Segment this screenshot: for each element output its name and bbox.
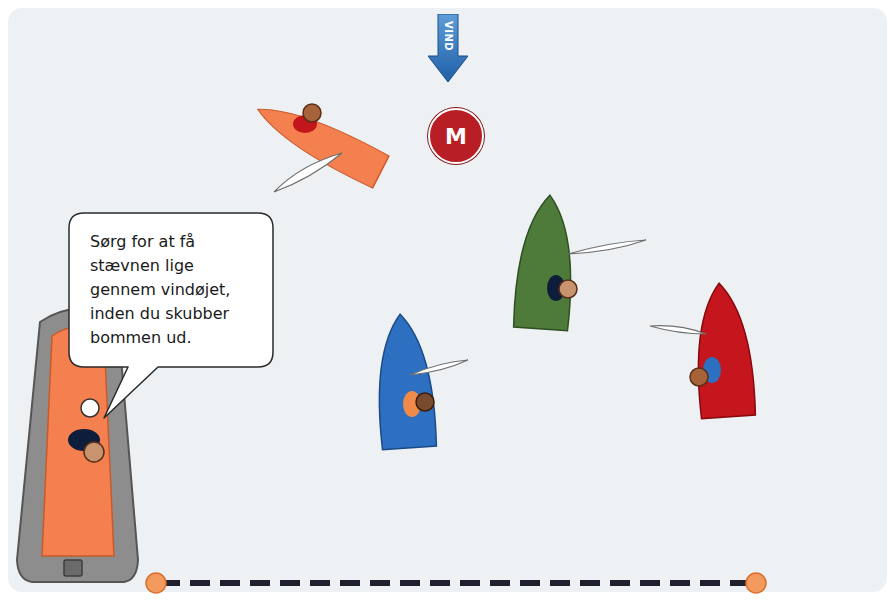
- speech-bubble: Sørg for at få stævnen lige gennem vindø…: [68, 212, 274, 368]
- start-line: [160, 580, 752, 586]
- sailor: [403, 391, 434, 417]
- mark-buoy: M: [428, 108, 484, 164]
- sail: [410, 360, 468, 375]
- green-dinghy: [513, 193, 577, 331]
- start-buoy: [746, 573, 766, 593]
- sailor: [547, 275, 577, 301]
- background-panel: [8, 8, 887, 592]
- blue-dinghy: [373, 312, 437, 450]
- orange-dinghy: [249, 93, 389, 189]
- sailor: [690, 357, 721, 386]
- start-buoy: [146, 573, 166, 593]
- wind-label: VIND: [443, 21, 454, 51]
- mark-letter: M: [445, 124, 467, 149]
- sail: [274, 153, 342, 192]
- sail: [650, 326, 706, 334]
- red-dinghy: [692, 281, 756, 419]
- wind-arrow: VIND: [428, 14, 468, 82]
- bubble-text: Sørg for at få stævnen lige gennem vindø…: [90, 230, 252, 350]
- sailor: [293, 104, 321, 133]
- sail: [568, 240, 646, 254]
